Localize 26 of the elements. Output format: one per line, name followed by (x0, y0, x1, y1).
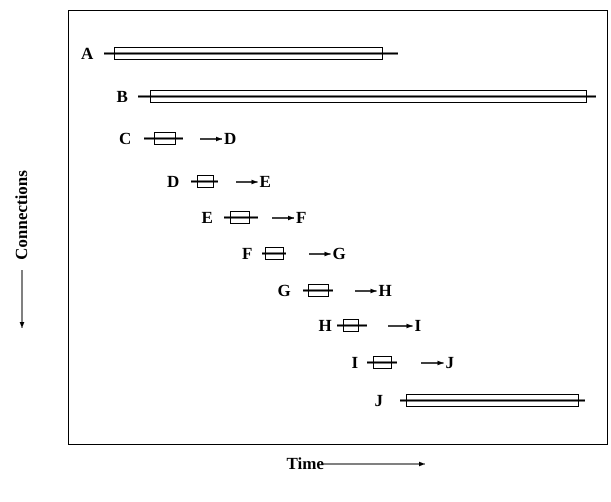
target-label: I (414, 317, 422, 335)
row-label: A (81, 45, 94, 63)
target-label: H (378, 282, 392, 300)
target-label: F (296, 209, 306, 227)
target-label: J (446, 354, 454, 372)
row-label: I (352, 354, 358, 372)
row-label: D (167, 173, 180, 191)
axis-label: Connections (12, 170, 31, 260)
target-label: G (332, 245, 346, 263)
arrow (272, 216, 294, 220)
row-label: F (242, 245, 252, 263)
row-label: E (202, 209, 213, 227)
row-label: J (374, 392, 383, 410)
arrow (309, 252, 330, 256)
row-label: H (318, 317, 332, 335)
row-label: G (278, 282, 291, 300)
row-label: B (116, 88, 128, 106)
target-label: E (260, 173, 271, 191)
arrow (200, 136, 222, 142)
arrow (388, 324, 412, 328)
arrow (236, 180, 258, 184)
arrow (421, 360, 444, 366)
target-label: D (224, 130, 236, 148)
row-label: C (119, 130, 132, 148)
axis-label: Time (286, 455, 324, 473)
arrow (355, 288, 376, 294)
